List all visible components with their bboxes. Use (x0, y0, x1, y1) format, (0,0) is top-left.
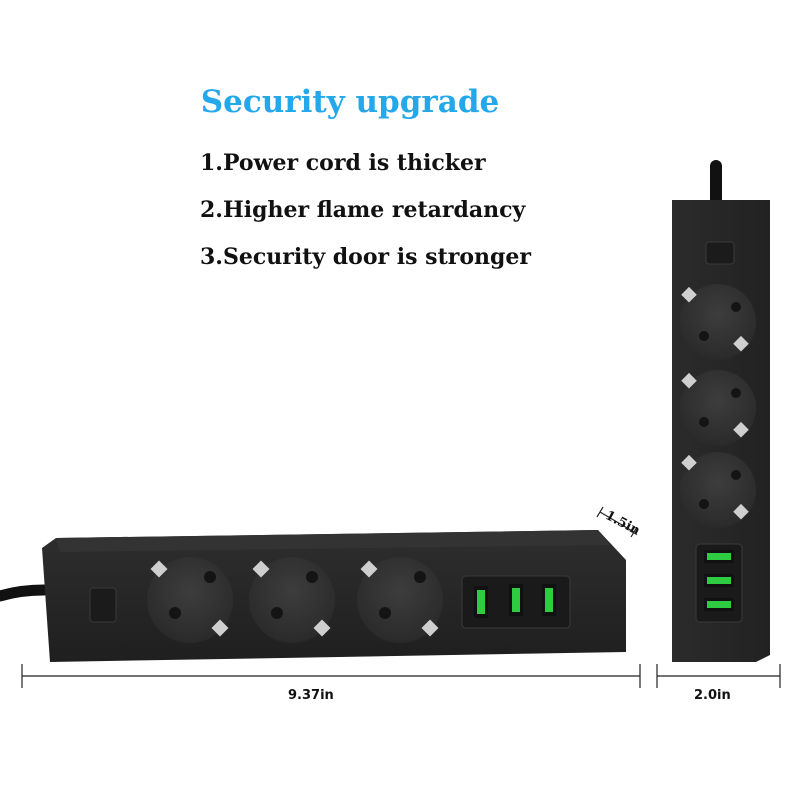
width-dimension-line (656, 664, 781, 688)
feature-list: 1.Power cord is thicker 2.Higher flame r… (200, 148, 531, 289)
socket (680, 452, 756, 528)
socket (680, 284, 756, 360)
usb-port (474, 586, 488, 618)
strip-top-edge (56, 530, 610, 552)
power-strip-horizontal (0, 530, 626, 662)
length-label: 9.37in (288, 688, 334, 703)
usb-port (704, 598, 734, 611)
feature-item: 1.Power cord is thicker (200, 150, 486, 176)
power-strip-vertical (672, 160, 770, 662)
feature-item: 2.Higher flame retardancy (200, 197, 526, 223)
usb-panel (695, 543, 743, 623)
socket (147, 557, 233, 643)
power-switch (705, 241, 735, 265)
usb-panel (461, 575, 571, 629)
power-switch (89, 587, 117, 623)
usb-port (509, 584, 523, 616)
socket (680, 370, 756, 446)
width-label: 2.0in (694, 688, 731, 703)
socket (357, 557, 443, 643)
power-cord (0, 584, 50, 602)
headline: Security upgrade (200, 84, 500, 120)
socket (249, 557, 335, 643)
usb-port (704, 550, 734, 563)
usb-port (542, 584, 556, 616)
length-dimension-line (21, 664, 641, 688)
feature-item: 3.Security door is stronger (200, 244, 531, 270)
usb-port (704, 574, 734, 587)
depth-dimension-line (596, 506, 638, 538)
